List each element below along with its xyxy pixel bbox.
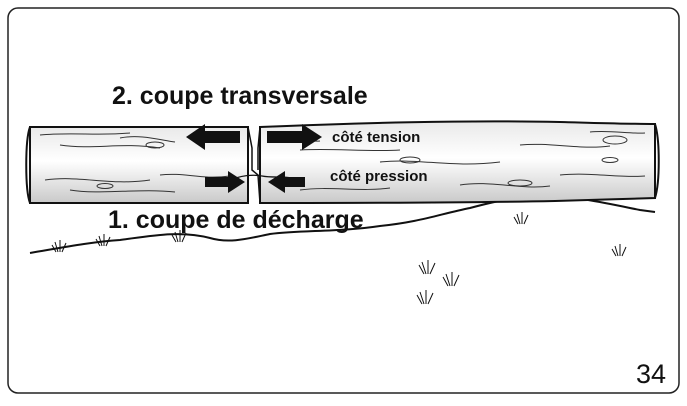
- grass-tuft-icon: [513, 212, 529, 225]
- grass-tuft-icon: [171, 230, 187, 243]
- grass-tuft-icon: [442, 272, 460, 287]
- transversal-cut-gap: [247, 126, 261, 204]
- grass-tuft-icon: [95, 234, 111, 247]
- log-right-segment: [259, 120, 656, 205]
- arrow-right-icon: [267, 124, 322, 150]
- page-number: 34: [636, 359, 666, 389]
- arrow-left-icon: [268, 171, 305, 193]
- grass-tuft-icon: [51, 240, 67, 253]
- label-tension-side: côté tension: [332, 129, 420, 146]
- label-pressure-side: côté pression: [330, 168, 428, 185]
- log-left-segment: [29, 126, 249, 204]
- grass-tuft-icon: [416, 290, 434, 305]
- bark-texture: [39, 130, 646, 193]
- arrow-left-icon: [186, 124, 240, 150]
- grass-tuft-icon: [418, 260, 436, 275]
- log: [25, 120, 660, 205]
- grass-tufts: [51, 212, 627, 305]
- arrow-right-icon: [205, 171, 245, 193]
- grass-tuft-icon: [611, 244, 627, 257]
- label-transversal-cut: 2. coupe transversale: [112, 82, 368, 110]
- label-relief-cut: 1. coupe de décharge: [108, 206, 364, 234]
